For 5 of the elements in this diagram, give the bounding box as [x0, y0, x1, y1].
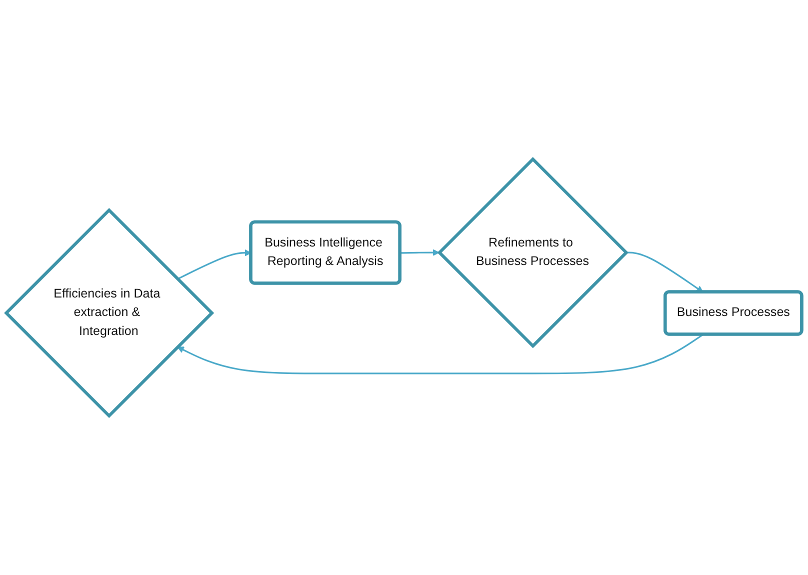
- node-diamond: Refinements to Business Processes: [437, 156, 628, 348]
- arrow: [177, 334, 704, 374]
- arrow: [177, 249, 252, 280]
- arrow: [400, 249, 440, 256]
- node-diamond: Efficiencies in Data extraction & Integration: [4, 208, 214, 418]
